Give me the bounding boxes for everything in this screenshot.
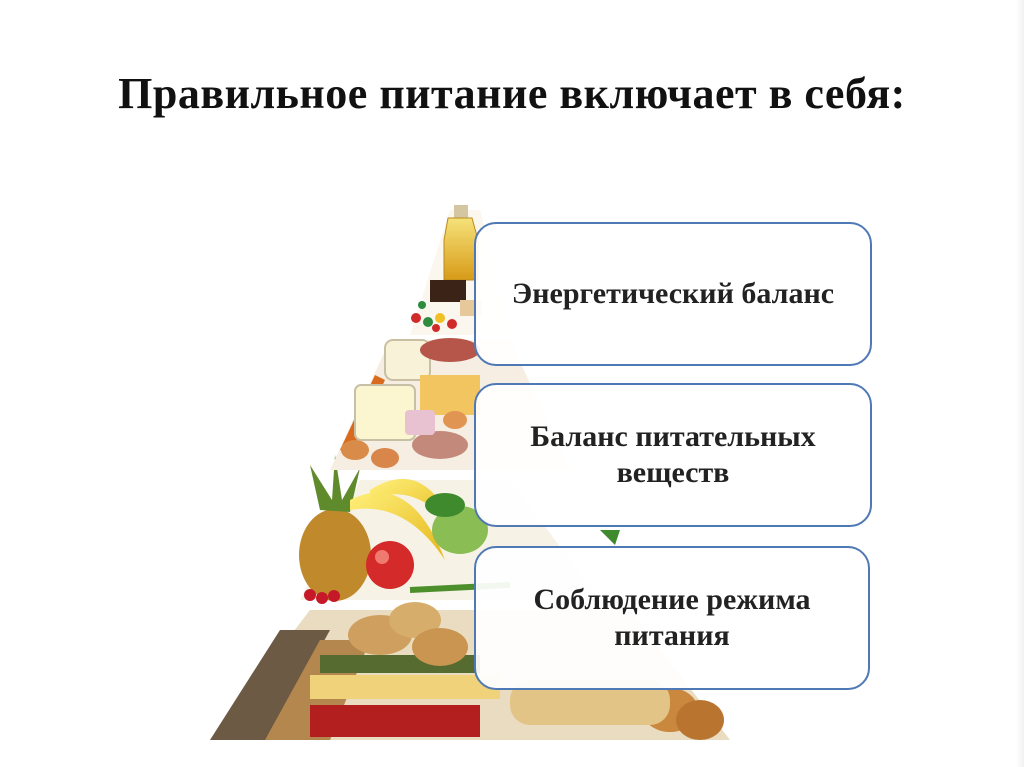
nutrient-balance-box: Баланс питательных веществ: [474, 383, 872, 527]
slide-edge-shadow: [1016, 0, 1024, 767]
meal-schedule-box: Соблюдение режима питания: [474, 546, 870, 690]
energy-balance-box: Энергетический баланс: [474, 222, 872, 366]
slide-title: Правильное питание включает в себя:: [118, 69, 906, 118]
